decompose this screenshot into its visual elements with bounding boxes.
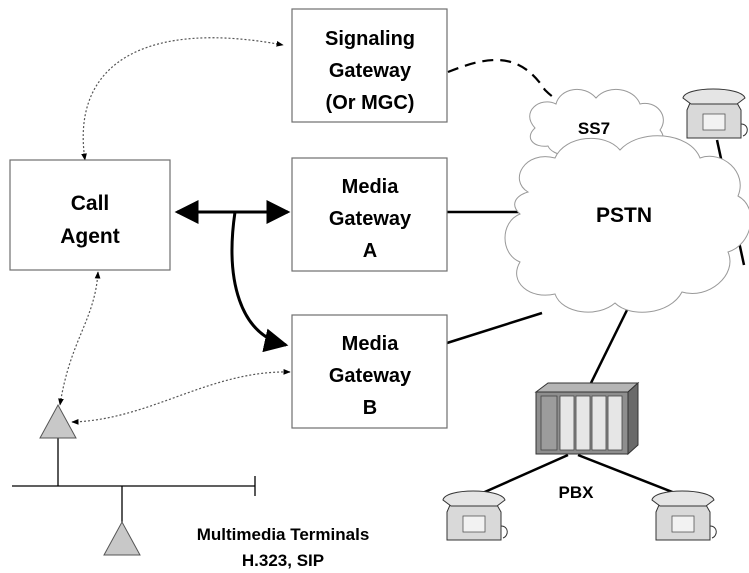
phone-icon-bottom-left: [442, 490, 508, 541]
signaling-gateway-line2: Gateway: [329, 60, 412, 82]
media-gateway-b-line1: Media: [342, 333, 400, 355]
pbx-icon: [534, 381, 640, 456]
terminal-icon-upper: [39, 403, 77, 439]
dotted-link-callagent-terminal: [58, 271, 101, 406]
lan-bus: [12, 438, 256, 522]
media-gateway-b-line2: Gateway: [329, 365, 412, 387]
media-gateway-a-line1: Media: [342, 176, 400, 198]
terminals-label-line1: Multimedia Terminals: [197, 525, 370, 544]
pstn-cloud: PSTN: [504, 135, 749, 313]
phone-icon-top-right: [682, 88, 748, 139]
media-gateway-a-box: Media Gateway A: [291, 157, 448, 272]
link-to-mgb: [230, 211, 289, 353]
dotted-link-terminal-mgb: [71, 368, 291, 425]
signaling-gateway-line3: (Or MGC): [326, 92, 415, 114]
signaling-gateway-line1: Signaling: [325, 28, 415, 50]
media-gateway-b-box: Media Gateway B: [291, 314, 448, 429]
link-pbx-phone-right: [577, 453, 681, 497]
pbx-label: PBX: [559, 483, 595, 502]
terminals-label-line2: H.323, SIP: [242, 551, 324, 570]
media-gateway-a-line3: A: [363, 240, 377, 262]
link-pbx-phone-left: [477, 453, 569, 497]
phone-icon-bottom-right: [651, 490, 717, 541]
ss7-cloud: SS7: [529, 89, 664, 159]
call-agent-line2: Agent: [60, 225, 120, 248]
dotted-link-callagent-signaling: [81, 37, 284, 161]
terminal-icon-lower: [103, 520, 141, 556]
call-agent-line1: Call: [71, 192, 110, 215]
link-mgb-pstn: [446, 311, 543, 345]
media-gateway-b-line3: B: [363, 397, 377, 419]
media-gateway-a-line2: Gateway: [329, 208, 412, 230]
link-pstn-pbx: [588, 307, 630, 386]
ss7-label: SS7: [578, 119, 610, 138]
pstn-label: PSTN: [596, 204, 652, 227]
signaling-gateway-box: Signaling Gateway (Or MGC): [291, 8, 448, 123]
call-agent-box: Call Agent: [9, 159, 171, 271]
